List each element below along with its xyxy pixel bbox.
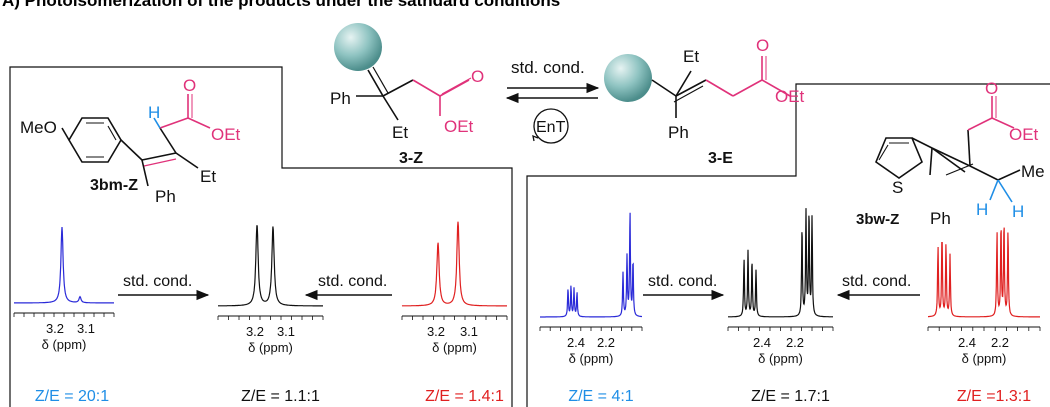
left-spectrum-1-ratio: Z/E = 20:1 [35, 388, 109, 405]
right-spectrum-2-tick-label: 2.2 [786, 335, 804, 350]
molecule-3bm-z [61, 94, 211, 187]
right-spectrum-1-ratio: Z/E = 4:1 [568, 388, 633, 405]
left-panel-frame [9, 66, 513, 407]
right-spectrum-3-xlabel: δ (ppm) [962, 351, 1007, 366]
right-spectrum-2-trace [728, 208, 833, 318]
e-oet: OEt [775, 87, 805, 106]
substituent-sphere-icon-e [604, 54, 652, 102]
right-spectrum-1-xlabel: δ (ppm) [569, 351, 614, 366]
center-arrow-label: std. cond. [511, 58, 585, 77]
z-ph: Ph [330, 89, 351, 108]
left-spectrum-1-tick-label: 3.2 [46, 321, 64, 336]
left-arrow1-label: std. cond. [123, 273, 192, 290]
label-3-e: 3-E [708, 150, 733, 167]
e-et: Et [683, 47, 699, 66]
right-panel-frame [526, 83, 1050, 407]
right-arrow1-label: std. cond. [648, 273, 717, 290]
left-spectrum-3-ratio: Z/E = 1.4:1 [425, 388, 504, 405]
right-spectrum-3-tick-label: 2.4 [958, 335, 976, 350]
z-et: Et [392, 123, 408, 142]
left-et: Et [200, 167, 216, 186]
left-ph: Ph [155, 187, 176, 206]
e-o: O [756, 36, 769, 55]
right-spectrum-3-ratio: Z/E =1.3:1 [957, 388, 1031, 405]
left-spectrum-3-tick-label: 3.2 [427, 324, 445, 339]
molecule-3-z [334, 23, 472, 121]
left-spectrum-2-tick-label: 3.1 [277, 324, 295, 339]
right-o: O [985, 79, 998, 98]
right-spectrum-1-tick-label: 2.2 [597, 335, 615, 350]
left-spectrum-1-trace [14, 226, 114, 304]
molecule-3bw-z [875, 96, 1021, 203]
equilibrium-arrows [505, 82, 600, 144]
right-s: S [892, 178, 903, 197]
right-spectrum-2-ratio: Z/E = 1.7:1 [751, 388, 830, 405]
right-me: Me [1021, 162, 1045, 181]
figure-heading: A) Photoisomerization of the products un… [2, 0, 561, 10]
left-h: H [148, 103, 160, 122]
right-spectrum-2-tick-label: 2.4 [753, 335, 771, 350]
left-spectrum-3-xlabel: δ (ppm) [432, 340, 477, 355]
left-spectrum-1-tick-label: 3.1 [77, 321, 95, 336]
label-3-z: 3-Z [399, 150, 423, 167]
panel-frames [9, 66, 1050, 407]
left-arrow2-label: std. cond. [318, 273, 387, 290]
left-spectrum-3-trace [401, 221, 507, 307]
ent-label: EnT [536, 119, 566, 136]
left-spectrum-3-tick-label: 3.1 [460, 324, 478, 339]
right-spectrum-1-trace [540, 212, 642, 318]
z-oet: OEt [444, 117, 474, 136]
right-h1: H [976, 200, 988, 219]
substituent-sphere-icon [334, 23, 382, 71]
left-oet: OEt [211, 125, 241, 144]
right-arrow2-label: std. cond. [842, 273, 911, 290]
right-ph: Ph [930, 209, 951, 228]
left-spectrum-2-ratio: Z/E = 1.1:1 [241, 388, 320, 405]
left-spectrum-2-trace [218, 225, 323, 307]
right-spectrum-2-xlabel: δ (ppm) [758, 351, 803, 366]
left-spectrum-2-tick-label: 3.2 [246, 324, 264, 339]
e-ph: Ph [668, 123, 689, 142]
z-o: O [471, 67, 484, 86]
left-meo: MeO [20, 118, 57, 137]
molecule-3-e [604, 54, 791, 118]
label-3bw-z: 3bw-Z [856, 211, 899, 228]
left-o: O [183, 76, 196, 95]
right-spectrum-3-trace [928, 227, 1040, 318]
label-3bm-z: 3bm-Z [90, 177, 138, 194]
left-spectrum-1-xlabel: δ (ppm) [42, 337, 87, 352]
right-oet: OEt [1009, 125, 1039, 144]
right-spectrum-1-tick-label: 2.4 [567, 335, 585, 350]
left-spectrum-2-xlabel: δ (ppm) [248, 340, 293, 355]
right-h2: H [1012, 202, 1024, 221]
right-spectrum-3-tick-label: 2.2 [991, 335, 1009, 350]
